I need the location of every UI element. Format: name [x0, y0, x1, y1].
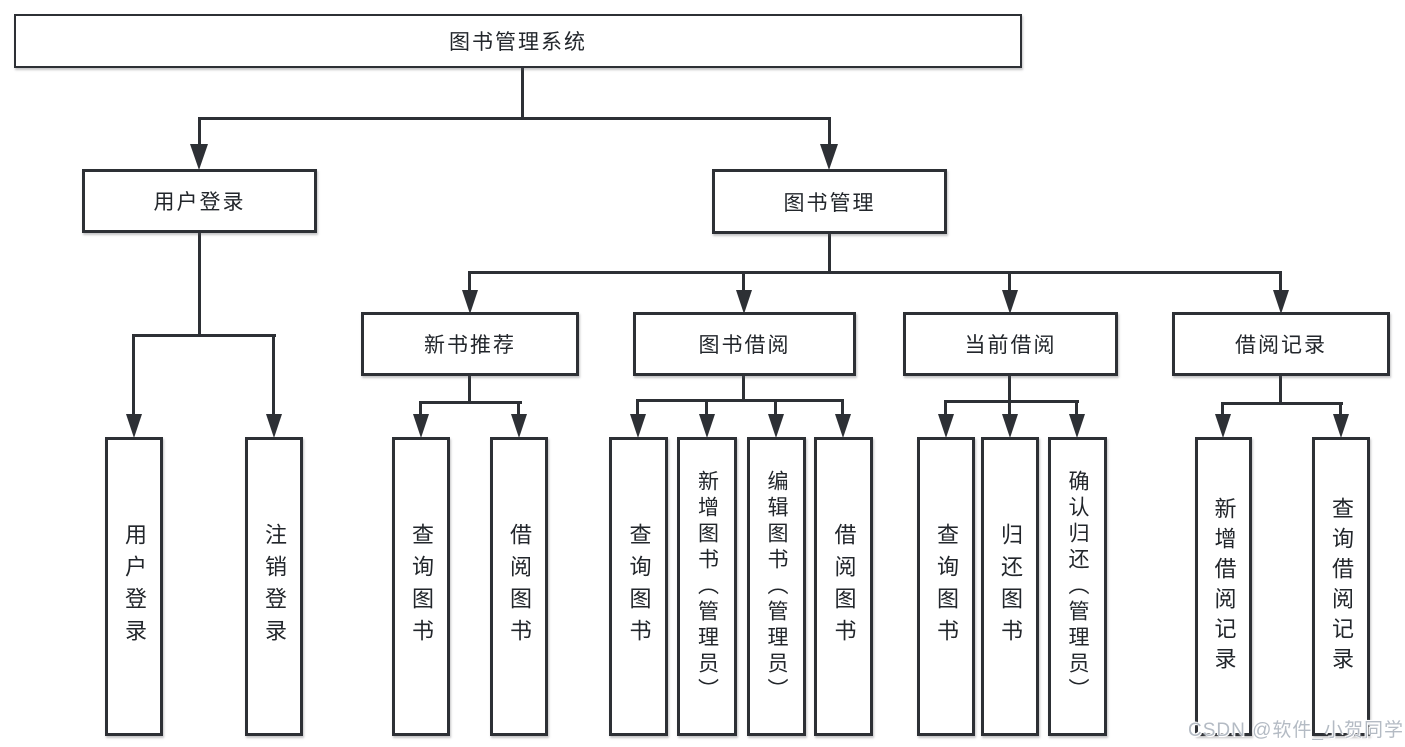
leaf-add-book-admin-label: 新增图书（管理员）: [695, 469, 719, 704]
connector-line: [841, 399, 844, 415]
arrowhead-down-icon: [835, 414, 851, 438]
connector-line: [1279, 376, 1282, 404]
connector-line: [1008, 271, 1011, 290]
connector-line: [1075, 400, 1078, 415]
node-current-borrowing: 当前借阅: [903, 312, 1118, 376]
connector-line: [636, 399, 639, 415]
connector-line: [742, 376, 745, 402]
leaf-edit-book-admin-label: 编辑图书（管理员）: [765, 469, 788, 704]
connector-line: [468, 271, 471, 290]
node-user-login: 用户登录: [82, 169, 317, 233]
connector-line: [1339, 402, 1342, 415]
arrowhead-down-icon: [511, 414, 527, 438]
arrowhead-down-icon: [1002, 290, 1018, 314]
leaf-query-books-current-label: 查询图书: [934, 522, 959, 651]
connector-line: [828, 117, 831, 147]
node-book-borrowing: 图书借阅: [633, 312, 856, 376]
leaf-borrow-books-borrowing-label: 借阅图书: [831, 522, 857, 651]
leaf-confirm-return-admin: 确认归还（管理员）: [1048, 437, 1107, 736]
csdn-watermark: CSDN @软件_小贺同学: [1188, 720, 1404, 741]
leaf-return-book: 归还图书: [981, 437, 1039, 736]
connector-line: [742, 271, 745, 290]
arrowhead-down-icon: [938, 414, 954, 438]
arrowhead-down-icon: [630, 414, 646, 438]
node-borrowing-records-label: 借阅记录: [1235, 334, 1327, 357]
leaf-borrow-books-recommend-label: 借阅图书: [507, 522, 532, 651]
node-user-login-label: 用户登录: [153, 191, 246, 214]
arrowhead-down-icon: [413, 414, 429, 438]
leaf-query-borrow-record-label: 查询借阅记录: [1329, 496, 1354, 677]
connector-line: [1008, 376, 1011, 403]
leaf-logout-label: 注销登录: [262, 522, 287, 651]
connector-line: [419, 401, 422, 415]
connector-line: [944, 400, 1079, 403]
leaf-add-book-admin: 新增图书（管理员）: [677, 437, 737, 736]
arrowhead-down-icon: [1002, 414, 1018, 438]
arrowhead-down-icon: [1215, 414, 1231, 438]
arrowhead-down-icon: [126, 414, 142, 438]
connector-line: [774, 399, 777, 415]
leaf-query-books-borrowing-label: 查询图书: [626, 522, 652, 651]
connector-line: [198, 117, 201, 147]
leaf-user-login-label: 用户登录: [122, 522, 147, 651]
connector-line: [132, 334, 276, 337]
connector-line: [468, 376, 471, 404]
node-current-borrowing-label: 当前借阅: [964, 334, 1057, 357]
connector-line: [198, 233, 201, 337]
connector-line: [272, 334, 275, 416]
node-book-borrowing-label: 图书借阅: [698, 334, 791, 357]
connector-line: [828, 234, 831, 274]
arrowhead-down-icon: [820, 144, 838, 170]
connector-line: [517, 401, 520, 415]
arrowhead-down-icon: [462, 290, 478, 314]
arrowhead-down-icon: [736, 290, 752, 314]
arrowhead-down-icon: [768, 414, 784, 438]
arrowhead-down-icon: [1069, 414, 1085, 438]
arrowhead-down-icon: [699, 414, 715, 438]
leaf-confirm-return-admin-label: 确认归还（管理员）: [1066, 469, 1089, 704]
node-book-management: 图书管理: [712, 169, 947, 234]
node-book-management-label: 图书管理: [783, 191, 876, 215]
leaf-query-books-borrowing: 查询图书: [609, 437, 668, 736]
leaf-query-books-current: 查询图书: [917, 437, 975, 736]
connector-line: [1008, 400, 1011, 415]
node-borrowing-records: 借阅记录: [1172, 312, 1390, 376]
leaf-borrow-books-recommend: 借阅图书: [490, 437, 548, 736]
leaf-logout: 注销登录: [245, 437, 303, 736]
connector-line: [1279, 271, 1282, 290]
connector-line: [1221, 402, 1224, 415]
leaf-add-borrow-record: 新增借阅记录: [1195, 437, 1252, 736]
connector-line: [1221, 402, 1343, 405]
leaf-query-books-recommend: 查询图书: [392, 437, 450, 736]
connector-line: [944, 400, 947, 415]
connector-line: [521, 67, 524, 119]
leaf-borrow-books-borrowing: 借阅图书: [814, 437, 873, 736]
leaf-return-book-label: 归还图书: [998, 522, 1023, 651]
connector-line: [198, 117, 831, 120]
node-root: 图书管理系统: [14, 14, 1022, 68]
node-new-book-recommend-label: 新书推荐: [424, 334, 516, 357]
leaf-add-borrow-record-label: 新增借阅记录: [1211, 496, 1237, 677]
node-new-book-recommend: 新书推荐: [361, 312, 579, 376]
connector-line: [636, 399, 844, 402]
node-root-label: 图书管理系统: [449, 31, 587, 54]
arrowhead-down-icon: [190, 144, 208, 170]
connector-line: [419, 401, 522, 404]
leaf-edit-book-admin: 编辑图书（管理员）: [747, 437, 806, 736]
arrowhead-down-icon: [1333, 414, 1349, 438]
connector-line: [132, 334, 135, 416]
connector-line: [705, 399, 708, 415]
leaf-user-login: 用户登录: [105, 437, 163, 736]
leaf-query-borrow-record: 查询借阅记录: [1312, 437, 1370, 736]
arrowhead-down-icon: [1273, 290, 1289, 314]
leaf-query-books-recommend-label: 查询图书: [409, 522, 434, 651]
arrowhead-down-icon: [266, 414, 282, 438]
connector-line: [468, 271, 1282, 274]
